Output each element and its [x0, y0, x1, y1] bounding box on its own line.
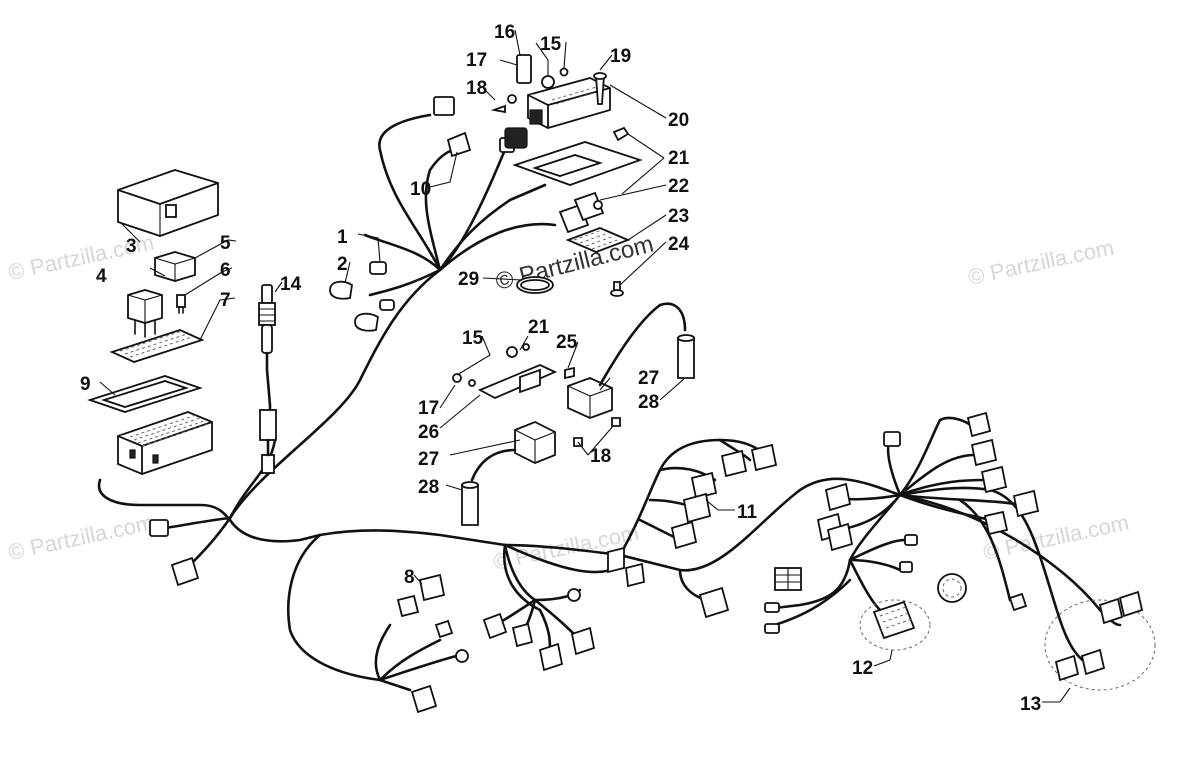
- spark-boot-upper: [677, 337, 695, 379]
- callout-13: 13: [1020, 694, 1041, 715]
- relay-small: [154, 251, 196, 282]
- boot-2b: [354, 312, 379, 332]
- harness-connectors-11: [670, 443, 778, 550]
- harness-connectors-right: [764, 411, 1156, 691]
- callout-7: 7: [220, 290, 231, 311]
- callout-27-lower: 27: [418, 449, 439, 470]
- callout-15-mid: 15: [462, 328, 484, 349]
- fuse-box-gasket: [87, 375, 203, 413]
- callout-22: 22: [668, 176, 689, 197]
- oxygen-sensor: [258, 284, 277, 474]
- callout-12: 12: [852, 658, 873, 679]
- callout-4: 4: [96, 266, 107, 287]
- callout-5: 5: [220, 233, 231, 254]
- callout-23: 23: [668, 206, 689, 227]
- callout-24: 24: [668, 234, 690, 255]
- callout-29: 29: [458, 269, 479, 290]
- callout-8: 8: [404, 567, 415, 588]
- callout-10: 10: [410, 179, 431, 200]
- fuse-panel-board: [109, 329, 205, 363]
- callout-28-upper: 28: [638, 392, 659, 413]
- connector-1: [369, 261, 387, 275]
- callout-25: 25: [556, 332, 578, 353]
- connectors-13: [1044, 590, 1156, 691]
- boot-2a: [329, 280, 353, 300]
- callout-2: 2: [337, 254, 348, 275]
- callout-19: 19: [610, 46, 631, 67]
- callout-21-mid: 21: [528, 317, 550, 338]
- connector-8: [418, 573, 446, 602]
- callout-18-top: 18: [466, 78, 487, 99]
- spark-boot-lower: [461, 484, 479, 526]
- watermark-left-bottom: © Partzilla.com: [6, 510, 156, 565]
- callout-15-top: 15: [540, 34, 562, 55]
- callout-17-mid: 17: [418, 398, 439, 419]
- ecu-assembly: [490, 54, 643, 297]
- callout-18-lower: 18: [590, 446, 611, 467]
- connector-10: [446, 131, 472, 158]
- callout-6: 6: [220, 260, 231, 281]
- callouts: 1 2 3 4 5 6 7 8 9 10 11 12 13 14 15 15 1…: [80, 22, 1041, 715]
- callout-16: 16: [494, 22, 515, 43]
- callout-9: 9: [80, 374, 91, 395]
- leader-lines: [99, 29, 1071, 703]
- watermark-right-top: © Partzilla.com: [966, 235, 1116, 290]
- bracket-16: [516, 54, 532, 84]
- callout-26: 26: [418, 422, 439, 443]
- callout-14: 14: [280, 274, 302, 295]
- callout-27-upper: 27: [638, 368, 659, 389]
- callout-17-top: 17: [466, 50, 487, 71]
- bolt-19: [595, 75, 605, 105]
- callout-28-lower: 28: [418, 477, 439, 498]
- fuse-box-cover: [117, 169, 219, 237]
- fuse-box-assembly: [87, 169, 219, 475]
- relay-with-pins: [127, 289, 163, 338]
- callout-3: 3: [126, 236, 137, 257]
- nut-21: [612, 126, 630, 142]
- callout-20: 20: [668, 110, 689, 131]
- connector-top: [433, 96, 455, 116]
- callout-11: 11: [737, 502, 758, 523]
- callout-21-top: 21: [668, 148, 690, 169]
- fuse-box-base: [117, 411, 213, 475]
- harness-connectors-lower: [149, 519, 730, 714]
- washer-22: [593, 200, 603, 210]
- callout-1: 1: [337, 227, 348, 248]
- connector-12: [859, 599, 931, 651]
- bracket-26: [477, 364, 558, 399]
- mini-fuse: [176, 294, 186, 314]
